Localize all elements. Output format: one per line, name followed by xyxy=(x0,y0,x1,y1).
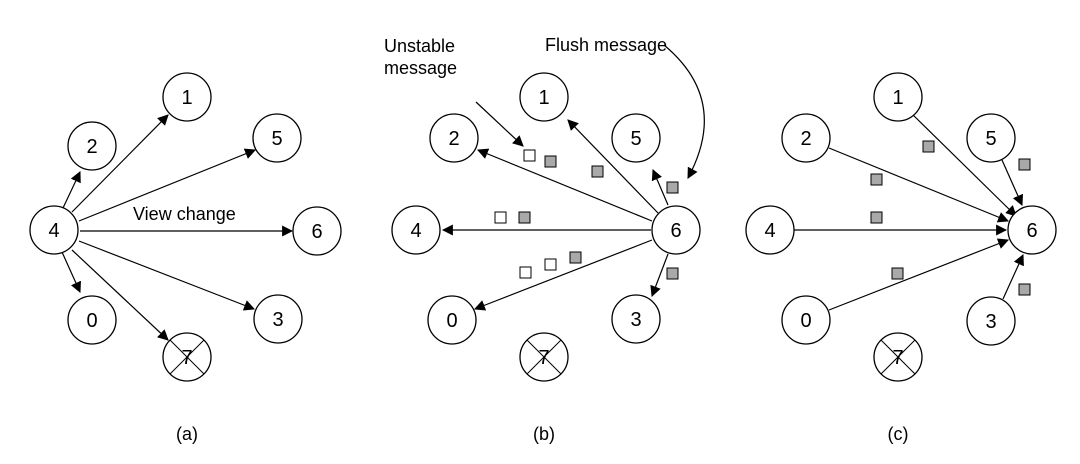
edge-b-6-0 xyxy=(473,239,653,311)
panel-c: 1 2 5 4 6 0 3 7 (c) xyxy=(745,72,1057,444)
label-unstable-message-line2: message xyxy=(384,58,457,78)
svg-text:3: 3 xyxy=(272,309,283,331)
node-b-4: 4 xyxy=(391,205,441,255)
svg-text:5: 5 xyxy=(985,128,996,150)
node-a-6: 6 xyxy=(292,206,342,256)
flush-callout-arrow xyxy=(663,44,705,179)
caption-c: (c) xyxy=(888,424,909,444)
svg-text:2: 2 xyxy=(800,128,811,150)
flush-message-c-4 xyxy=(870,211,883,224)
svg-text:7: 7 xyxy=(181,347,192,369)
messages-c xyxy=(870,140,1031,296)
unstable-message-b-0a xyxy=(519,266,532,279)
node-c-7-crashed: 7 xyxy=(873,332,923,382)
unstable-message-b-2 xyxy=(523,149,536,162)
panel-a: 4 2 1 5 6 0 3 7 View change (a) xyxy=(29,72,342,444)
unstable-message-b-4 xyxy=(494,211,507,224)
edge-a-4-0 xyxy=(61,251,81,294)
messages-b xyxy=(494,149,679,280)
edge-b-6-5 xyxy=(651,168,669,206)
label-view-change: View change xyxy=(133,204,236,224)
node-a-5: 5 xyxy=(252,113,302,163)
svg-text:5: 5 xyxy=(630,128,641,150)
svg-text:7: 7 xyxy=(892,347,903,369)
edges-c xyxy=(794,111,1024,311)
panel-b: 1 2 5 4 6 0 3 7 Unstable message Flush m… xyxy=(384,35,705,444)
node-b-3: 3 xyxy=(611,294,661,344)
node-a-0: 0 xyxy=(67,295,117,345)
svg-text:7: 7 xyxy=(538,347,549,369)
svg-text:4: 4 xyxy=(410,220,421,242)
edge-a-4-1 xyxy=(71,114,169,213)
node-c-4: 4 xyxy=(745,205,795,255)
edge-c-0-6 xyxy=(828,238,1010,311)
svg-text:4: 4 xyxy=(48,220,59,242)
edge-c-5-6 xyxy=(1001,159,1024,207)
svg-text:3: 3 xyxy=(630,309,641,331)
svg-text:2: 2 xyxy=(86,136,97,158)
node-b-6: 6 xyxy=(651,205,701,255)
node-c-1: 1 xyxy=(873,72,923,122)
caption-b: (b) xyxy=(533,424,555,444)
edge-a-4-2 xyxy=(62,171,81,209)
edge-c-2-6 xyxy=(828,147,1010,223)
svg-text:6: 6 xyxy=(311,221,322,243)
svg-text:6: 6 xyxy=(1026,220,1037,242)
flush-message-c-5 xyxy=(1018,158,1031,171)
flush-message-c-1 xyxy=(922,140,935,153)
node-b-0: 0 xyxy=(427,295,477,345)
edges-b xyxy=(441,44,705,311)
svg-text:6: 6 xyxy=(670,220,681,242)
label-flush-message: Flush message xyxy=(545,35,667,55)
unstable-callout-arrow xyxy=(475,101,524,147)
node-c-6: 6 xyxy=(1007,205,1057,255)
node-b-7-crashed: 7 xyxy=(519,332,569,382)
flush-message-c-3 xyxy=(1018,283,1031,296)
edge-a-4-3 xyxy=(78,240,256,311)
node-a-1: 1 xyxy=(162,72,212,122)
flush-message-b-0 xyxy=(569,251,582,264)
edge-b-6-1 xyxy=(567,119,659,214)
flush-message-c-0 xyxy=(891,267,904,280)
svg-text:3: 3 xyxy=(985,311,996,333)
flush-message-b-5 xyxy=(666,181,679,194)
svg-text:5: 5 xyxy=(271,128,282,150)
flush-message-b-3 xyxy=(666,267,679,280)
svg-text:1: 1 xyxy=(538,87,549,109)
node-c-3: 3 xyxy=(966,296,1016,346)
edge-b-6-2 xyxy=(476,148,653,222)
flush-message-b-4 xyxy=(518,211,531,224)
unstable-message-b-0b xyxy=(544,258,557,271)
edges-a xyxy=(61,114,294,341)
edge-c-1-6 xyxy=(909,111,1017,217)
node-c-2: 2 xyxy=(781,113,831,163)
node-a-4: 4 xyxy=(29,205,79,255)
node-a-3: 3 xyxy=(253,294,303,344)
node-c-0: 0 xyxy=(781,295,831,345)
svg-text:0: 0 xyxy=(86,310,97,332)
edge-a-4-5 xyxy=(78,148,257,222)
node-b-2: 2 xyxy=(429,113,479,163)
edge-a-4-7 xyxy=(71,249,169,341)
flush-message-b-2a xyxy=(544,155,557,168)
node-a-7-crashed: 7 xyxy=(162,332,212,382)
edge-c-3-6 xyxy=(1002,253,1024,300)
svg-text:4: 4 xyxy=(764,220,775,242)
svg-text:0: 0 xyxy=(446,310,457,332)
node-a-2: 2 xyxy=(67,121,117,171)
svg-text:0: 0 xyxy=(800,310,811,332)
flush-message-c-2 xyxy=(870,173,883,186)
svg-text:1: 1 xyxy=(181,87,192,109)
node-b-1: 1 xyxy=(519,72,569,122)
label-unstable-message-line1: Unstable xyxy=(384,36,455,56)
edge-b-6-3 xyxy=(650,253,669,298)
svg-text:1: 1 xyxy=(892,87,903,109)
flush-message-b-1 xyxy=(591,165,604,178)
caption-a: (a) xyxy=(176,424,198,444)
node-b-5: 5 xyxy=(611,113,661,163)
node-c-5: 5 xyxy=(966,113,1016,163)
svg-text:2: 2 xyxy=(448,128,459,150)
